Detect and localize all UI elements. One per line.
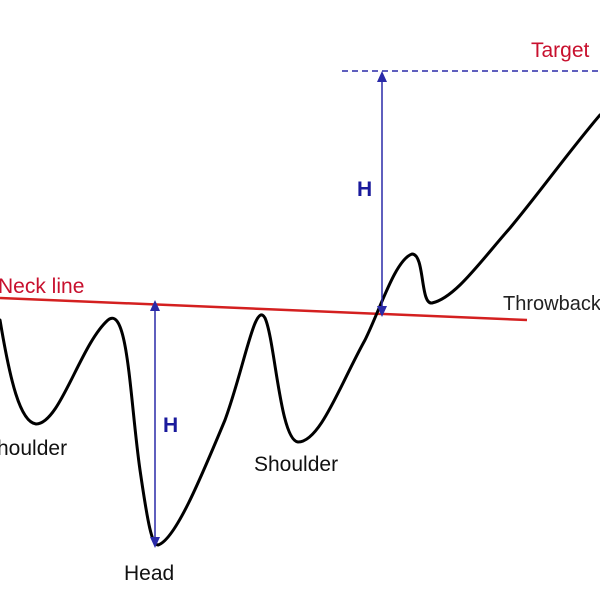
height-arrow-right-bottom-head bbox=[377, 306, 387, 317]
left-shoulder-label: Shoulder bbox=[0, 437, 67, 460]
neck-line-label: Neck line bbox=[0, 275, 84, 298]
price-line bbox=[0, 113, 600, 547]
head-label: Head bbox=[124, 562, 174, 585]
throwback-label: Throwback bbox=[503, 293, 600, 315]
height-label-right: H bbox=[357, 178, 372, 201]
right-shoulder-label: Shoulder bbox=[254, 453, 338, 476]
height-label-left: H bbox=[163, 414, 178, 437]
height-arrow-left-top-head bbox=[150, 300, 160, 311]
neck-line bbox=[0, 296, 528, 322]
height-arrow-left-bottom-head bbox=[150, 537, 160, 548]
height-arrow-right-top-head bbox=[377, 71, 387, 82]
target-label: Target bbox=[531, 39, 590, 62]
